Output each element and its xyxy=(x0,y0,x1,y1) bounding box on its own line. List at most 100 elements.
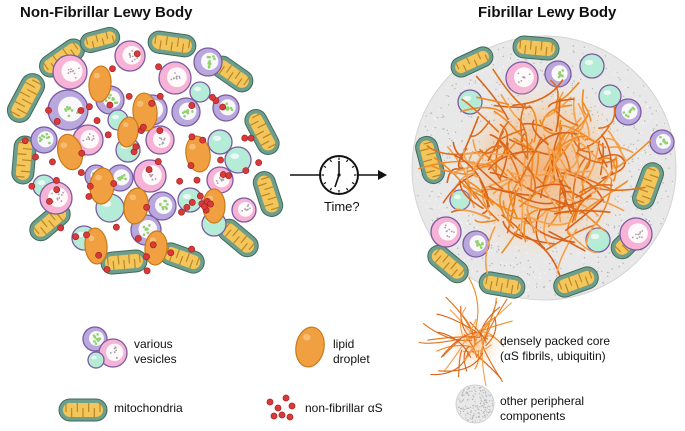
alpha-syn-particle xyxy=(85,193,93,200)
alpha-syn-particle xyxy=(109,65,116,73)
time-label: Time? xyxy=(324,199,360,214)
alpha-syn-particle xyxy=(32,153,39,161)
purple-vesicle xyxy=(147,191,177,221)
legend-lipid-label-1: lipid xyxy=(333,337,355,351)
mint-vesicle xyxy=(224,146,252,174)
alpha-syn-particle xyxy=(188,102,196,109)
purple-vesicle xyxy=(212,94,240,122)
mint-vesicle xyxy=(189,81,211,103)
alpha-syn-particle xyxy=(193,176,201,184)
alpha-syn-particle xyxy=(125,92,133,100)
pink-vesicle xyxy=(430,216,462,248)
alpha-syn-particle xyxy=(86,103,93,111)
legend-alpha-syn-label: non-fibrillar αS xyxy=(305,401,383,415)
alpha-syn-particle xyxy=(77,107,85,114)
mitochondrion xyxy=(217,218,259,258)
mitochondrion xyxy=(450,46,494,78)
purple-vesicle xyxy=(649,129,675,155)
legend-core-label-2: (αS fibrils, ubiquitin) xyxy=(500,349,606,363)
legend-core-fibrils xyxy=(418,277,513,387)
alpha-syn-particle xyxy=(139,123,147,131)
right-title: Fibrillar Lewy Body xyxy=(478,4,617,21)
legend-core-label-1: densely packed core xyxy=(500,334,611,348)
mint-vesicle xyxy=(87,351,105,369)
alpha-syn-particle xyxy=(93,117,101,124)
pink-vesicle xyxy=(158,61,192,95)
alpha-syn-particle xyxy=(46,197,53,205)
pink-vesicle xyxy=(231,197,257,223)
alpha-syn-particle xyxy=(145,166,153,173)
alpha-syn-particle xyxy=(270,412,278,420)
pink-vesicle xyxy=(619,217,653,251)
alpha-syn-particle xyxy=(183,203,191,211)
fibril-core xyxy=(418,68,652,277)
alpha-syn-particle xyxy=(143,253,150,261)
alpha-syn-particle xyxy=(148,100,156,107)
alpha-syn-particle xyxy=(209,94,216,101)
alpha-syn-particle xyxy=(278,411,286,419)
alpha-syn-particle xyxy=(132,143,140,151)
mitochondrion xyxy=(252,171,284,217)
time-arrow xyxy=(290,155,387,195)
legend-mito-label: mitochondria xyxy=(114,401,183,415)
alpha-syn-particle xyxy=(104,131,112,139)
pink-vesicle xyxy=(39,181,73,215)
mitochondrion xyxy=(6,73,46,123)
mint-vesicle xyxy=(207,129,233,155)
alpha-syn-particle xyxy=(28,182,36,190)
alpha-syn-particle xyxy=(103,266,111,273)
alpha-syn-particle xyxy=(149,241,157,249)
alpha-syn-particle xyxy=(143,203,151,211)
alpha-syn-particle xyxy=(155,63,162,71)
alpha-syn-particle xyxy=(53,177,60,184)
alpha-syn-particle xyxy=(53,118,61,125)
alpha-syn-particle xyxy=(241,134,249,142)
alpha-syn-particle xyxy=(106,101,114,109)
alpha-syn-particle xyxy=(225,172,232,180)
alpha-syn-particle xyxy=(219,103,227,111)
pink-vesicle xyxy=(114,40,146,72)
mint-vesicle xyxy=(598,84,622,108)
pink-vesicle xyxy=(206,166,234,194)
alpha-syn-particle xyxy=(196,192,204,200)
purple-vesicle xyxy=(193,47,223,77)
mitochondrion xyxy=(415,135,445,185)
legend-peripheral-icon xyxy=(455,384,495,424)
alpha-syn-particle xyxy=(274,404,282,412)
lipid-droplet xyxy=(295,326,325,368)
alpha-syn-particle xyxy=(282,394,290,402)
alpha-syn-particle xyxy=(53,186,61,194)
legend-vesicles-label-2: vesicles xyxy=(134,352,177,366)
mitochondrion xyxy=(553,266,599,298)
alpha-syn-particle xyxy=(112,223,120,231)
mitochondrion xyxy=(632,162,664,210)
alpha-syn-particle xyxy=(187,162,195,169)
alpha-syn-particle xyxy=(217,156,224,164)
alpha-syn-particle xyxy=(49,158,56,166)
alpha-syn-particle xyxy=(286,413,294,421)
mitochondrion xyxy=(100,249,148,275)
alpha-syn-particle xyxy=(266,398,274,406)
purple-vesicle xyxy=(30,126,58,154)
alpha-syn-particle xyxy=(156,92,164,100)
alpha-syn-particle xyxy=(242,167,250,174)
alpha-syn-particle xyxy=(78,149,86,157)
alpha-syn-particle xyxy=(207,200,214,208)
alpha-syn-particle xyxy=(133,50,141,58)
alpha-syn-particle xyxy=(247,134,255,142)
alpha-syn-particle xyxy=(188,245,196,253)
alpha-syn-particle xyxy=(201,202,208,210)
alpha-syn-particle xyxy=(57,224,65,232)
alpha-syn-particle xyxy=(21,137,29,145)
alpha-syn-particle xyxy=(154,158,162,165)
purple-vesicle xyxy=(171,97,201,127)
mitochondrion xyxy=(147,30,197,58)
alpha-syn-particle xyxy=(178,208,185,216)
alpha-syn-particle xyxy=(188,199,196,206)
mitochondrion xyxy=(427,244,469,284)
alpha-syn-particle xyxy=(45,107,52,114)
left-title: Non-Fibrillar Lewy Body xyxy=(20,4,193,21)
pink-vesicle xyxy=(52,54,88,90)
pink-vesicle xyxy=(145,125,175,155)
alpha-syn-particle xyxy=(83,231,90,239)
